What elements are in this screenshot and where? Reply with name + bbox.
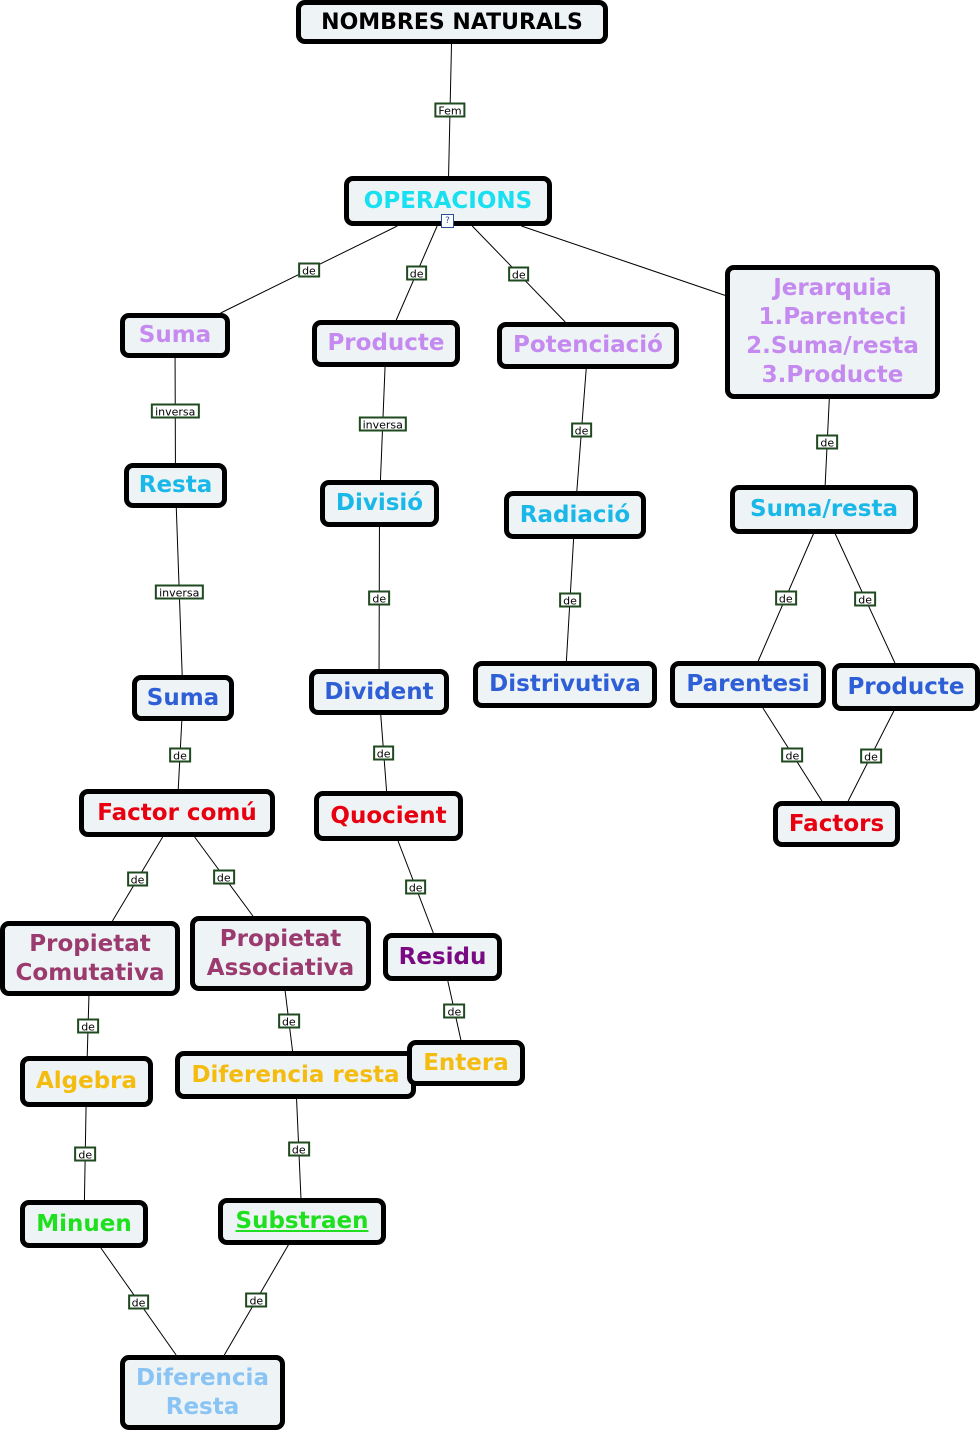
node-producte-2[interactable]: Producte: [832, 663, 980, 711]
link-label-nombres-operacions[interactable]: Fem: [434, 102, 466, 118]
node-producte[interactable]: Producte: [312, 320, 460, 367]
node-suma[interactable]: Suma: [120, 313, 230, 358]
link-label-potenciacio-radiacio[interactable]: de: [570, 422, 593, 438]
node-parentesi[interactable]: Parentesi: [670, 661, 826, 708]
link-label-sumaresta-parentesi[interactable]: de: [774, 590, 797, 605]
link-label-operacions-suma1[interactable]: de: [298, 262, 320, 277]
node-substraen[interactable]: Substraen: [218, 1198, 386, 1245]
link-label-producte1-divisio[interactable]: inversa: [358, 416, 407, 431]
link-label-residu-entera[interactable]: de: [443, 1003, 466, 1018]
node-residu[interactable]: Residu: [383, 933, 502, 981]
node-algebra[interactable]: Algebra: [20, 1056, 153, 1107]
link-label-resta-suma2[interactable]: inversa: [155, 584, 204, 599]
node-factor-comu[interactable]: Factor comú: [79, 789, 275, 837]
connector-operacions-jerarquia: [521, 225, 726, 296]
link-label-factorcomu-associativa[interactable]: de: [212, 869, 235, 884]
link-label-operacions-producte1[interactable]: de: [405, 265, 428, 281]
node-propietat-comutativa[interactable]: Propietat Comutativa: [0, 921, 180, 996]
node-distrivutiva[interactable]: Distrivutiva: [473, 661, 657, 708]
node-quocient[interactable]: Quocient: [314, 791, 463, 841]
node-suma-2[interactable]: Suma: [132, 675, 234, 721]
link-label-suma1-resta[interactable]: inversa: [151, 403, 200, 418]
node-divident[interactable]: Divident: [309, 669, 449, 715]
link-label-algebra-minuen[interactable]: de: [74, 1146, 97, 1161]
node-minuen[interactable]: Minuen: [20, 1200, 148, 1248]
link-label-sumaresta-producte2[interactable]: de: [854, 591, 876, 606]
link-label-suma2-factorcomu[interactable]: de: [169, 747, 191, 763]
node-factors[interactable]: Factors: [773, 801, 900, 847]
node-jerarquia[interactable]: Jerarquia 1.Parenteci 2.Suma/resta 3.Pro…: [725, 265, 940, 399]
link-label-minuen-diferencia2[interactable]: de: [127, 1294, 150, 1309]
link-label-associativa-diferenciaresta[interactable]: de: [277, 1013, 300, 1029]
link-label-producte2-factors[interactable]: de: [860, 748, 882, 764]
link-label-divident-quocient[interactable]: de: [372, 745, 395, 761]
node-radiacio[interactable]: Radiació: [504, 491, 646, 539]
node-divisio[interactable]: Divisió: [320, 480, 439, 527]
link-label-operacions-potenciacio[interactable]: de: [507, 266, 530, 282]
node-diferencia-resta[interactable]: Diferencia resta: [175, 1051, 416, 1099]
link-label-parentesi-factors[interactable]: de: [781, 747, 804, 762]
link-label-factorcomu-comutativa[interactable]: de: [126, 871, 149, 887]
node-nombres-naturals[interactable]: NOMBRES NATURALS: [296, 0, 608, 44]
link-label-radiacio-distrivutiva[interactable]: de: [559, 592, 581, 608]
node-entera[interactable]: Entera: [407, 1040, 525, 1086]
node-resta[interactable]: Resta: [124, 463, 227, 508]
link-label-diferenciaresta-substraen[interactable]: de: [287, 1141, 310, 1156]
node-suma-resta[interactable]: Suma/resta: [730, 485, 918, 534]
link-label-divisio-divident[interactable]: de: [368, 590, 391, 606]
link-label-comutativa-algebra[interactable]: de: [77, 1018, 99, 1034]
resource-icon[interactable]: ?: [441, 214, 454, 228]
node-diferencia-resta-final[interactable]: Diferencia Resta: [120, 1355, 285, 1430]
link-label-jerarquia-sumaresta[interactable]: de: [816, 434, 839, 450]
link-label-quocient-residu[interactable]: de: [404, 879, 427, 895]
link-label-substraen-diferencia2[interactable]: de: [245, 1292, 268, 1308]
node-potenciacio[interactable]: Potenciació: [497, 322, 679, 369]
node-propietat-associativa[interactable]: Propietat Associativa: [190, 916, 371, 991]
